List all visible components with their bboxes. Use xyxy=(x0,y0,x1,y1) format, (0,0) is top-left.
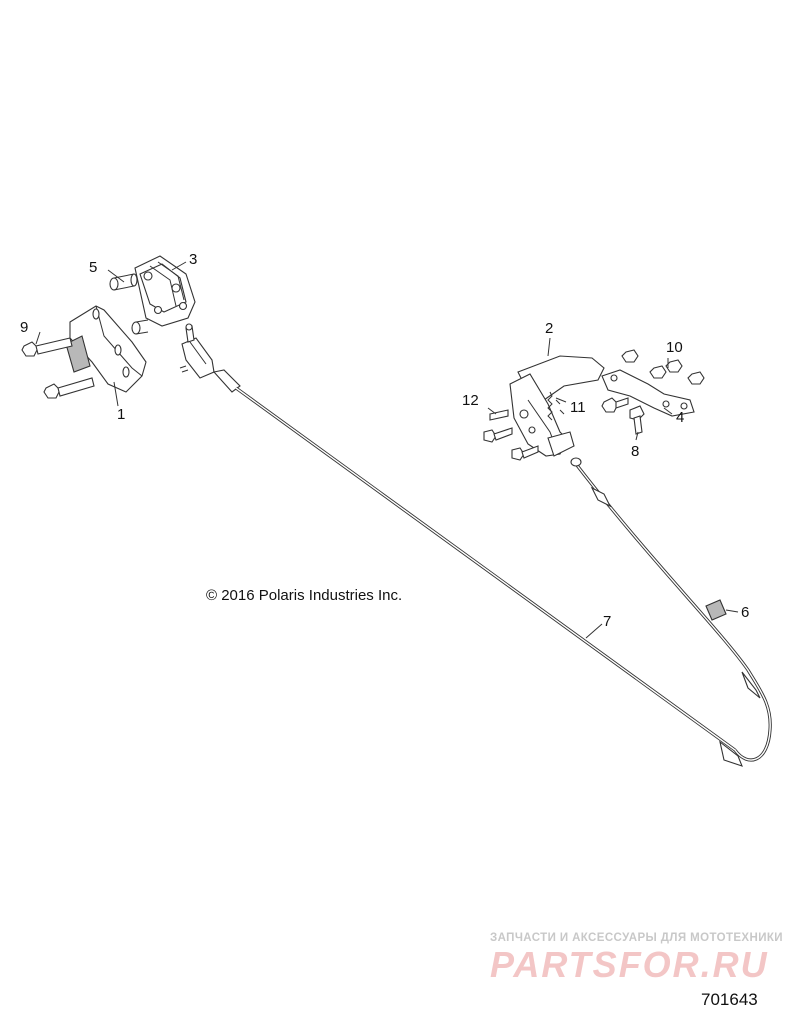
callout-8: 8 xyxy=(631,443,639,460)
watermark-logo: PARTSFOR.RU xyxy=(490,944,769,985)
nut-part-10[interactable] xyxy=(621,349,705,385)
callout-12: 12 xyxy=(462,392,479,409)
copyright-notice: © 2016 Polaris Industries Inc. xyxy=(206,587,403,604)
caliper-bracket-part-1[interactable] xyxy=(65,305,147,393)
callout-leader-lines xyxy=(35,261,739,639)
callout-1: 1 xyxy=(117,406,125,423)
callout-2: 2 xyxy=(545,320,553,337)
pin-part-5[interactable] xyxy=(109,273,149,335)
spring-part-11[interactable] xyxy=(547,391,565,421)
callout-9: 9 xyxy=(20,319,28,336)
cable-clevis xyxy=(179,323,215,379)
bolt-part-9[interactable] xyxy=(21,337,95,399)
callout-3: 3 xyxy=(189,251,197,268)
callout-7: 7 xyxy=(603,613,611,630)
brake-caliper-part-3[interactable] xyxy=(134,255,196,327)
callout-5: 5 xyxy=(89,259,97,276)
lever-bracket-part-4[interactable] xyxy=(601,369,695,417)
cable-clip-part-6[interactable] xyxy=(705,599,727,621)
screw-part-12[interactable] xyxy=(483,409,539,461)
diagram-number: 701643 xyxy=(701,990,758,1009)
brake-cable-part-7[interactable] xyxy=(212,369,772,767)
watermark-tagline: ЗАПЧАСТИ И АКСЕССУАРЫ ДЛЯ МОТОТЕХНИКИ xyxy=(490,932,783,944)
callout-4: 4 xyxy=(676,409,684,426)
callout-11: 11 xyxy=(570,399,586,416)
hand-brake-lever-part-2[interactable] xyxy=(509,355,605,457)
callout-10: 10 xyxy=(666,339,683,356)
bolt-part-8[interactable] xyxy=(601,397,645,435)
callout-6: 6 xyxy=(741,604,749,621)
